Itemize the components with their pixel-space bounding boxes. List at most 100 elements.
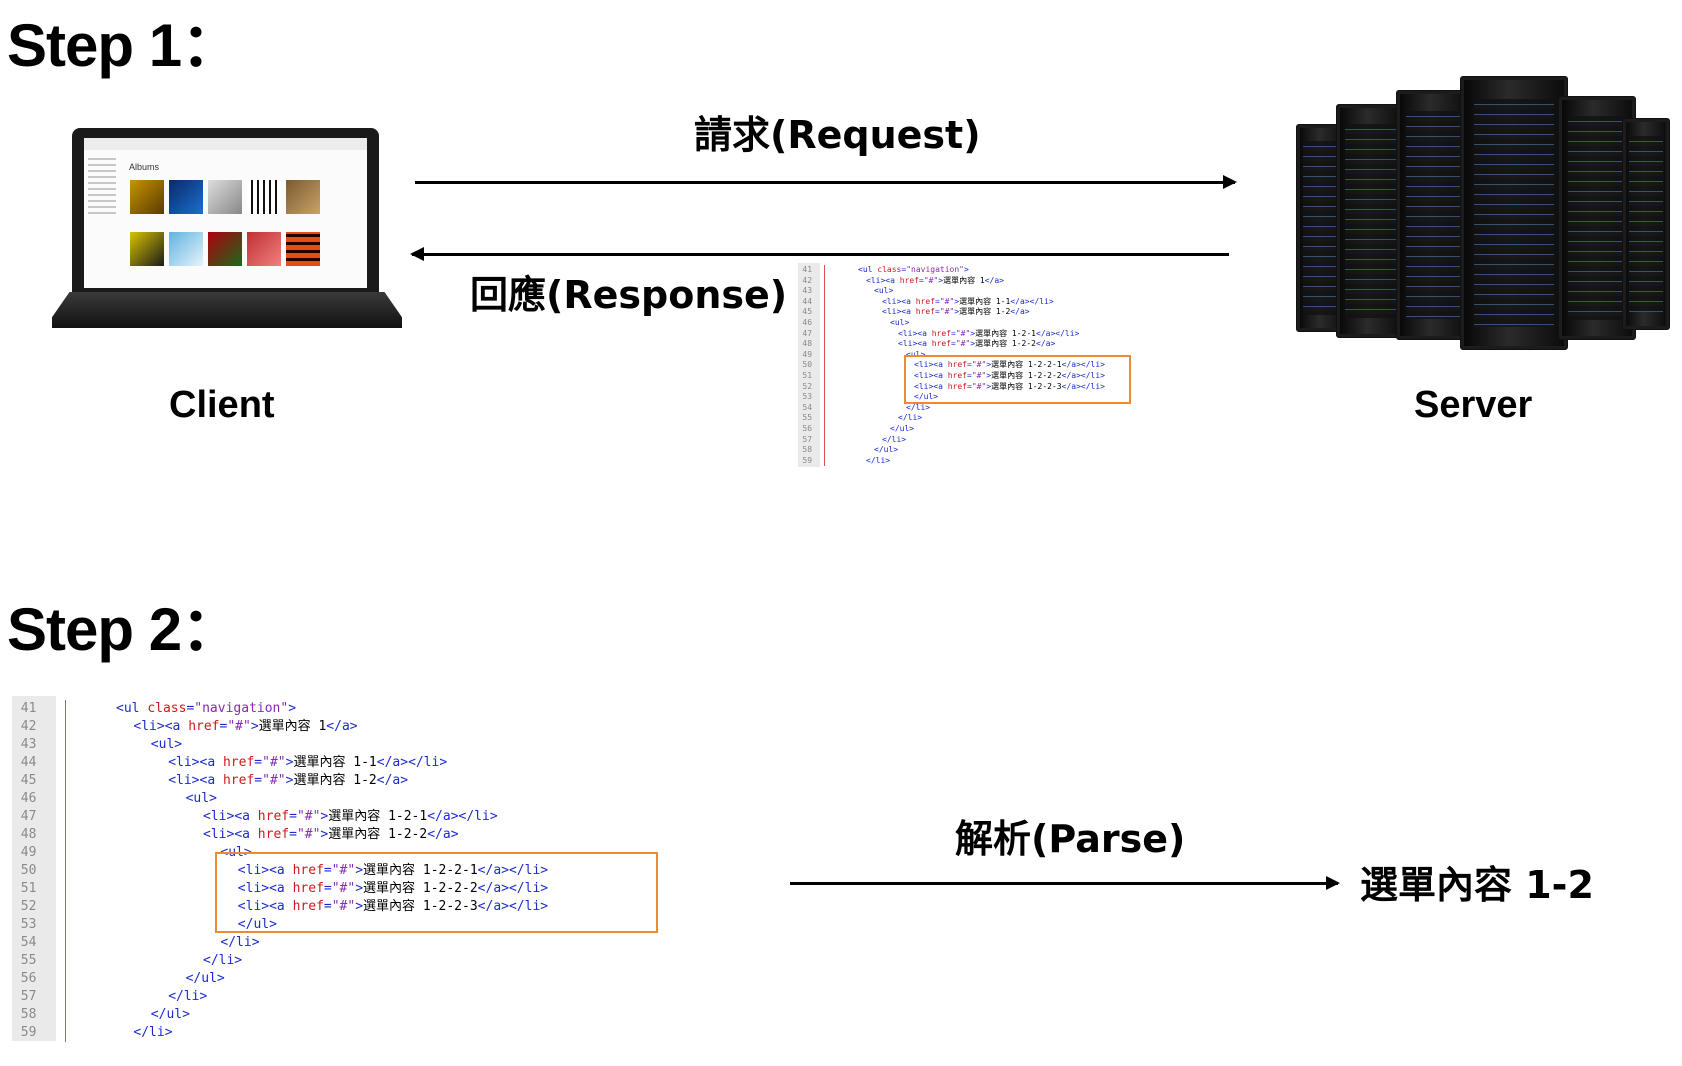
line-number: 46: [20, 791, 37, 806]
line-number: 42: [20, 719, 37, 734]
server-rack: [1396, 90, 1472, 340]
code-line: </li>: [220, 935, 260, 950]
code-line: <ul class="navigation">: [116, 701, 297, 716]
code-line: <li><a href="#">選單內容 1-2-2-2</a></li>: [237, 881, 549, 896]
album-cover: [286, 180, 320, 214]
album-cover: [130, 232, 164, 266]
client-label: Client: [169, 384, 275, 426]
code-line: <ul class="navigation">: [858, 265, 969, 274]
line-number: 47: [20, 809, 37, 824]
line-number: 58: [802, 445, 813, 455]
laptop-screen: Albums: [84, 138, 367, 288]
code-line: </li>: [203, 953, 243, 968]
line-number: 44: [802, 296, 813, 306]
code-line: <li><a href="#">選單內容 1-2-2-3</a></li>: [237, 899, 549, 914]
line-number: 53: [802, 392, 813, 402]
line-number: 48: [802, 339, 813, 349]
line-number: 59: [802, 455, 813, 465]
step-2-title: Step 2：: [7, 596, 241, 663]
code-line: <ul>: [185, 791, 217, 806]
code-line: <li><a href="#">選單內容 1-2-2-2</a></li>: [914, 371, 1105, 380]
parsed-html-code: 41 <ul class="navigation"> 42 <li><a href="…: [12, 696, 692, 1042]
line-number: 43: [20, 737, 37, 752]
code-line: <ul>: [906, 349, 926, 359]
highlight-box: [215, 852, 659, 934]
laptop-keyboard-base: [52, 292, 402, 328]
server-rack: [1336, 104, 1406, 338]
album-cover: [130, 180, 164, 214]
code-line: <li><a href="#">選單內容 1-2-2-1</a></li>: [237, 863, 549, 878]
line-number: 41: [20, 701, 37, 716]
line-number: 42: [802, 275, 813, 285]
line-number: 59: [20, 1025, 37, 1040]
code-line: </li>: [898, 413, 923, 423]
line-number: 57: [20, 989, 37, 1004]
line-number: 44: [20, 755, 37, 770]
code-line: </li>: [906, 402, 931, 412]
server-rack: [1622, 118, 1670, 330]
fold-marker-line: [64, 700, 66, 1042]
line-number: 51: [802, 371, 813, 380]
line-number: 52: [802, 381, 813, 391]
parse-result-label: 選單內容 1-2: [1360, 863, 1594, 907]
line-number: 49: [20, 845, 37, 860]
code-line: </ul>: [914, 392, 939, 402]
request-label: 請求(Request): [694, 113, 981, 157]
line-number: 54: [20, 935, 37, 950]
code-line: </li>: [168, 989, 208, 1004]
line-number-gutter: [798, 263, 820, 467]
code-line: <ul>: [890, 318, 910, 327]
code-line: <li><a href="#">選單內容 1-2-2-3</a></li>: [914, 381, 1105, 391]
code-line: </ul>: [237, 917, 277, 932]
line-number: 54: [802, 402, 813, 412]
laptop-screen-titlebar: [84, 138, 367, 150]
parse-label: 解析(Parse): [955, 817, 1186, 861]
code-line: </li>: [133, 1025, 173, 1040]
code-line: <li><a href="#">選單內容 1-2-2</a>: [203, 827, 459, 842]
album-cover: [286, 232, 320, 266]
line-number: 57: [802, 434, 813, 444]
line-number: 53: [20, 917, 37, 932]
response-label: 回應(Response): [470, 273, 788, 317]
code-line: <li><a href="#">選單內容 1-2</a>: [882, 307, 1030, 317]
album-cover: [247, 180, 281, 214]
laptop-screen-sidebar: [88, 154, 124, 274]
code-line: <li><a href="#">選單內容 1-1</a></li>: [882, 296, 1054, 306]
line-number: 50: [20, 863, 37, 878]
code-line: <ul>: [150, 737, 183, 752]
line-number: 50: [802, 360, 813, 370]
line-number: 45: [802, 307, 813, 317]
code-line: <li><a href="#">選單內容 1-1</a></li>: [168, 755, 448, 770]
code-line: </ul>: [890, 424, 915, 433]
response-html-snippet: 41<ul class="navigation">42<li><a href="…: [798, 263, 1198, 467]
server-rack: [1460, 76, 1568, 350]
line-number: 55: [20, 953, 37, 968]
server-rack-image: [1296, 76, 1670, 350]
code-line: <li><a href="#">選單內容 1-2-1</a></li>: [898, 328, 1080, 338]
step-1-title: Step 1：: [7, 12, 241, 79]
code-line: </li>: [866, 455, 891, 465]
parse-arrow: [790, 876, 1340, 890]
highlight-box: [903, 354, 1132, 405]
server-label: Server: [1414, 384, 1533, 426]
line-number: 49: [802, 349, 813, 359]
fold-marker-line: [824, 265, 826, 467]
code-line: <li><a href="#">選單內容 1</a>: [133, 719, 358, 734]
code-line: </ul>: [150, 1007, 190, 1022]
line-number-gutter: [12, 696, 56, 1041]
code-line: <li><a href="#">選單內容 1-2-2-1</a></li>: [914, 360, 1105, 370]
line-number: 46: [802, 318, 813, 327]
album-cover: [169, 180, 203, 214]
line-number: 47: [802, 328, 813, 338]
line-number: 48: [20, 827, 37, 842]
laptop-lid: Albums: [72, 128, 379, 296]
line-number: 43: [802, 286, 813, 296]
code-line: </ul>: [185, 971, 225, 986]
line-number: 45: [20, 773, 37, 788]
code-line: <ul>: [874, 286, 894, 296]
code-line: <li><a href="#">選單內容 1-2-2</a>: [898, 339, 1056, 349]
response-arrow: [410, 247, 1229, 261]
album-cover: [208, 180, 242, 214]
laptop-client-image: Albums: [52, 128, 402, 328]
code-line: <li><a href="#">選單內容 1-2-1</a></li>: [203, 809, 498, 824]
